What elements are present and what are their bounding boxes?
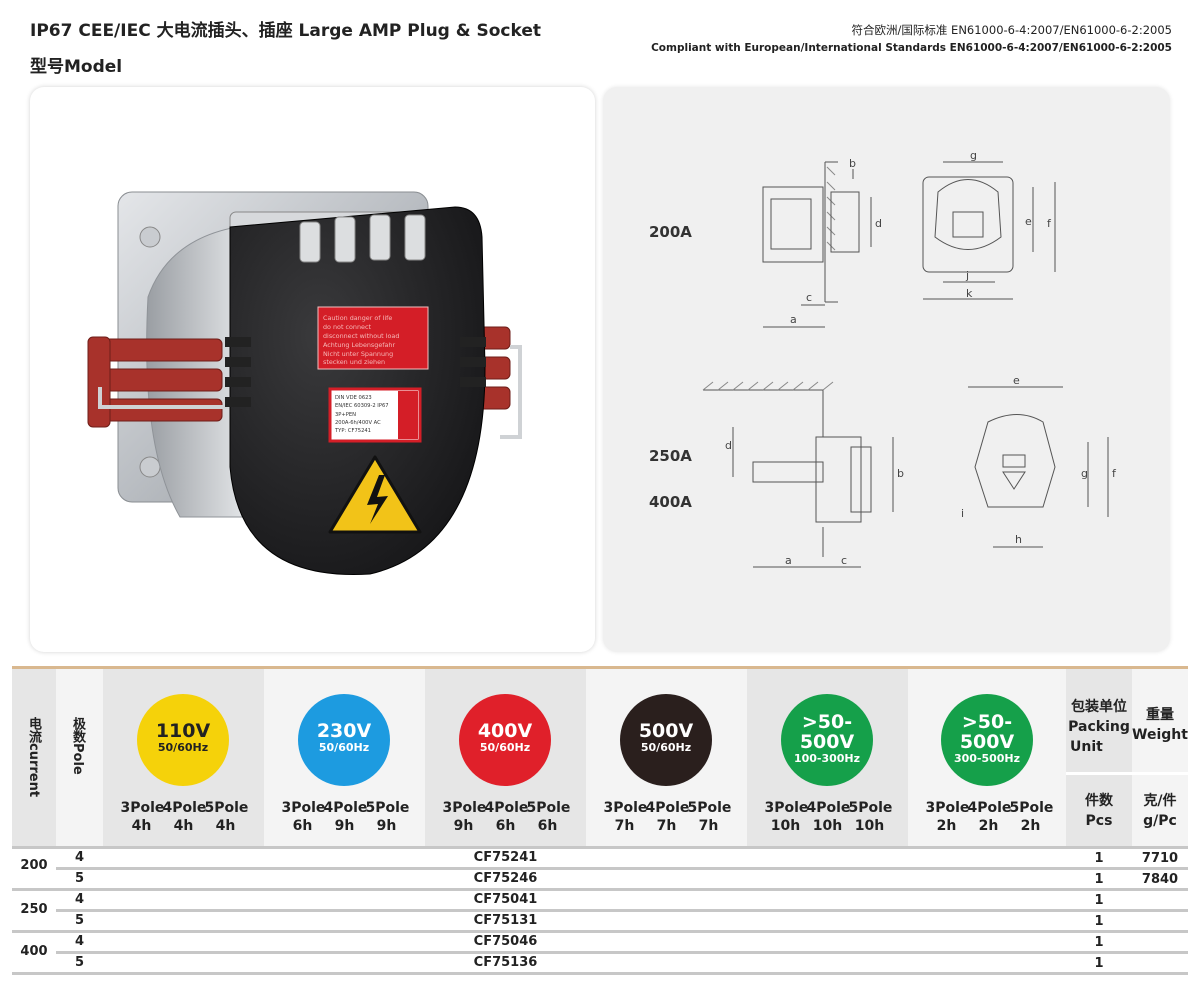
- voltage-50-500v-300-500hz-badge: >50- 500V 300-500Hz: [941, 694, 1033, 786]
- svg-text:DIN VDE 0623: DIN VDE 0623: [335, 395, 372, 401]
- svg-text:c: c: [806, 291, 812, 304]
- svg-text:Nicht unter Spannung: Nicht unter Spannung: [323, 350, 393, 358]
- svg-text:a: a: [785, 554, 792, 567]
- svg-text:EN/IEC 60309-2 IP67: EN/IEC 60309-2 IP67: [335, 403, 389, 409]
- amp-200-label: 200A: [649, 223, 692, 241]
- voltage-400v-badge: 400V 50/60Hz: [459, 694, 551, 786]
- socket-photo: Caution danger of life do not connect di…: [87, 191, 522, 576]
- pcs-header: 件数 Pcs: [1085, 793, 1113, 829]
- svg-text:j: j: [965, 269, 969, 282]
- svg-text:g: g: [1081, 467, 1088, 480]
- voltage-110v-badge: 110V 50/60Hz: [137, 694, 229, 786]
- col-pole-header: 极数Pole: [70, 717, 85, 775]
- dimension-drawings-panel: b d c a g e f j k d b a c e g f i h 200A…: [603, 87, 1170, 652]
- svg-text:a: a: [790, 313, 797, 326]
- svg-text:200A-6h/400V AC: 200A-6h/400V AC: [335, 420, 381, 426]
- dimension-drawings: b d c a g e f j k d b a c e g f i h: [702, 149, 1117, 568]
- svg-text:3P+PEN: 3P+PEN: [335, 412, 356, 418]
- voltage-500v-badge: 500V 50/60Hz: [620, 694, 712, 786]
- amp-250-label: 250A: [649, 447, 692, 465]
- page-title: IP67 CEE/IEC 大电流插头、插座 Large AMP Plug & S…: [30, 21, 542, 41]
- svg-text:e: e: [1013, 374, 1020, 387]
- model-label: 型号Model: [30, 57, 123, 77]
- current-400: 400: [20, 944, 48, 959]
- amp-400-label: 400A: [649, 493, 692, 511]
- svg-text:f: f: [1112, 467, 1117, 480]
- svg-text:e: e: [1025, 215, 1032, 228]
- svg-text:b: b: [849, 157, 856, 170]
- svg-text:i: i: [961, 507, 964, 520]
- svg-text:f: f: [1047, 217, 1052, 230]
- weight-header: 重量 Weight: [1132, 707, 1188, 743]
- g-per-pc-header: 克/件 g/Pc: [1143, 793, 1177, 829]
- spec-table: 电流current 极数Pole 110V 50/60Hz 230V 50/60…: [12, 669, 1188, 975]
- svg-text:Achtung Lebensgefahr: Achtung Lebensgefahr: [323, 341, 395, 349]
- voltage-50-500v-100-300hz-badge: >50- 500V 100-300Hz: [781, 694, 873, 786]
- svg-text:h: h: [1015, 533, 1022, 546]
- current-250: 250: [20, 902, 48, 917]
- col-current-header: 电流current: [26, 717, 41, 798]
- svg-text:TYP: CF75241: TYP: CF75241: [334, 428, 371, 434]
- packing-unit-header: 包装单位 Packing Unit: [1068, 699, 1130, 755]
- svg-text:Caution danger of life: Caution danger of life: [323, 314, 392, 322]
- svg-text:g: g: [970, 149, 977, 162]
- table-top-rule: [12, 666, 1188, 669]
- standard-en: Compliant with European/International St…: [651, 42, 1172, 54]
- current-200: 200: [20, 858, 48, 873]
- svg-text:d: d: [725, 439, 732, 452]
- svg-text:do not connect: do not connect: [323, 323, 371, 331]
- svg-text:disconnect without load: disconnect without load: [323, 332, 399, 340]
- svg-text:d: d: [875, 217, 882, 230]
- product-photo-panel: Caution danger of life do not connect di…: [30, 87, 595, 652]
- standard-cn: 符合欧洲/国际标准 EN61000-6-4:2007/EN61000-6-2:2…: [851, 23, 1172, 37]
- svg-text:c: c: [841, 554, 847, 567]
- svg-text:stecken und ziehen: stecken und ziehen: [323, 358, 385, 366]
- svg-text:b: b: [897, 467, 904, 480]
- voltage-230v-badge: 230V 50/60Hz: [298, 694, 390, 786]
- svg-text:k: k: [966, 287, 973, 300]
